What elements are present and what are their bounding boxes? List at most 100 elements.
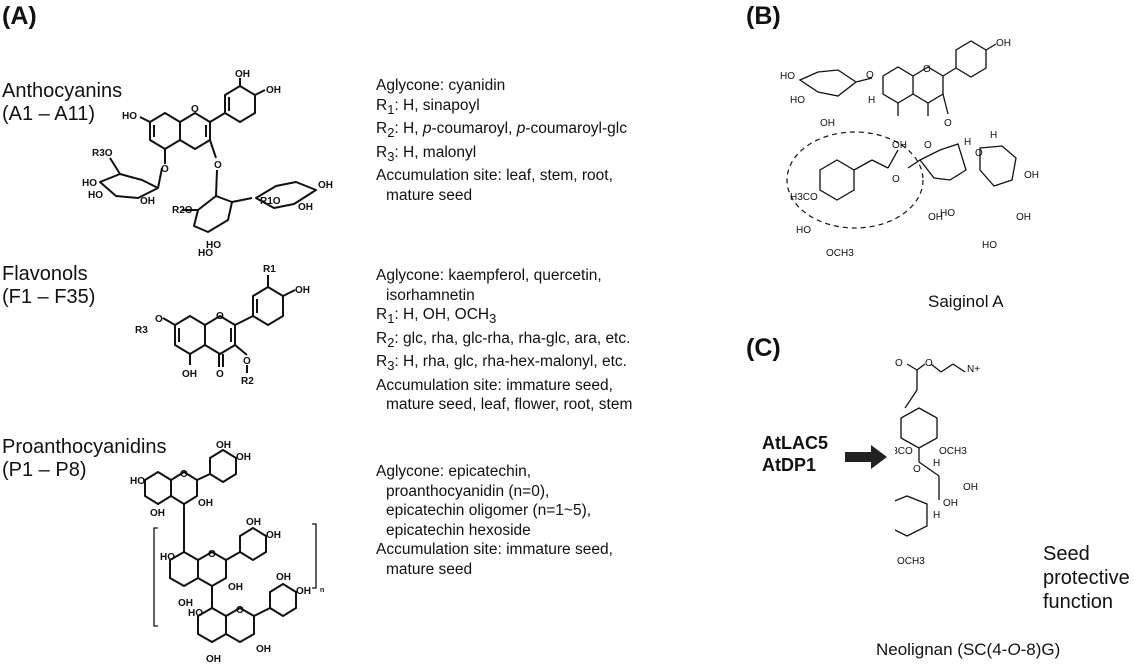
desc-line: R1: H, sinapoyl (376, 96, 480, 117)
desc-line: Accumulation site: leaf, stem, root, (376, 167, 613, 185)
bracket-right (312, 523, 317, 589)
class-flavonols: Flavonols (F1 – F35) (2, 263, 95, 309)
label-h: H (868, 95, 875, 106)
anthocyanin-description: Aglycone: cyanidin R1: H, sinapoyl R2: H… (376, 76, 627, 205)
sinapoyl-group (819, 149, 899, 201)
label-o: O (892, 174, 900, 185)
label-ho: HO (130, 476, 145, 487)
label-och3: OCH3 (826, 248, 854, 259)
label-o: O (180, 469, 188, 480)
desc-line: R3: H, rha, glc, rha-hex-malonyl, etc. (376, 353, 627, 374)
label-och3: OCH3 (897, 556, 925, 567)
label-r1: R1 (263, 264, 276, 275)
enzyme-name: AtLAC5 (762, 433, 828, 453)
sugar-2 (182, 169, 233, 233)
label-oh: OH (246, 517, 261, 528)
label-o: O (155, 314, 163, 325)
class-name: Proanthocyanidins (2, 436, 167, 458)
label-r3o: R3O (92, 148, 113, 159)
label-oh: OH (298, 202, 313, 213)
a-ring (149, 112, 181, 150)
label-ho: HO (82, 178, 97, 189)
label-oh: OH (198, 498, 213, 509)
class-name: Flavonols (2, 263, 88, 285)
rhamnose-top (798, 69, 873, 97)
bracket-left (153, 527, 158, 627)
label-oh: OH (1016, 212, 1031, 223)
desc-line: R2: H, p-coumaroyl, p-coumaroyl-glc (376, 120, 627, 141)
enzyme-name: AtDP1 (762, 455, 817, 475)
class-range: (P1 – P8) (2, 459, 87, 481)
b-ring (209, 85, 256, 123)
label-ho: HO (188, 608, 203, 619)
label-h3co: H3CO (790, 192, 818, 203)
label-h3co: H3CO (895, 446, 913, 457)
label-o: O (975, 148, 983, 159)
label-ho: HO (796, 225, 811, 236)
desc-line: R2: glc, rha, glc-rha, rha-glc, ara, etc… (376, 329, 631, 350)
proanthocyanidin-structure: n HO O OH OH OH OH HO O OH OH OH OH HO O… (130, 440, 324, 665)
label-oh: OH (892, 140, 907, 151)
label-o: O (243, 356, 251, 367)
label-r3: R3 (135, 325, 148, 336)
label-oh: OH (235, 70, 250, 80)
desc-line: R1: H, OH, OCH3 (376, 306, 497, 327)
desc-line: mature seed (386, 560, 473, 578)
proanthocyanidin-description: Aglycone: epicatechin, proanthocyanidin … (376, 462, 613, 579)
label-o: O (216, 369, 224, 380)
unit-top (144, 449, 237, 552)
label-ho: HO (790, 95, 805, 106)
label-oh: OH (296, 586, 311, 597)
class-name: Anthocyanins (2, 80, 123, 102)
label-o: O (923, 64, 931, 75)
label-n-plus: N+ (967, 364, 980, 375)
glucose (907, 143, 967, 181)
desc-line: mature seed (386, 186, 473, 204)
label-r2o: R2O (172, 205, 193, 216)
label-r1o: R1O (260, 196, 281, 207)
label-oh: OH (963, 482, 978, 493)
class-proanthocyanidins: Proanthocyanidins (P1 – P8) (2, 436, 167, 482)
class-range: (A1 – A11) (2, 103, 96, 125)
unit-middle (169, 527, 267, 608)
desc-line: Aglycone: cyanidin (376, 77, 506, 94)
label-o: O (913, 464, 921, 475)
label-oh: OH (228, 582, 243, 593)
label-oh: OH (1024, 170, 1039, 181)
label-oh: OH (266, 530, 281, 541)
label-o: O (925, 358, 933, 369)
flavonol-description: Aglycone: kaempferol, quercetin, isorham… (376, 266, 632, 415)
desc-line: R3: H, malonyl (376, 143, 477, 164)
label-ho: HO (940, 208, 955, 219)
label-n: n (320, 587, 324, 594)
label-ho: HO (88, 190, 103, 201)
anthocyanin-structure: OH OH HO O O O R3O HO HO OH R2O HO HO R1… (82, 70, 333, 259)
desc-line: epicatechin oligomer (n=1~5), (386, 502, 592, 519)
label-o-plus: O (191, 104, 199, 115)
label-ho: HO (780, 71, 795, 82)
label-r2: R2 (241, 376, 254, 387)
label-o: O (216, 311, 224, 322)
saiginol-a-structure: HO HO OH H O O OH OH O O O H H OH OH HO … (780, 38, 1039, 259)
desc-line: mature seed, leaf, flower, root, stem (386, 396, 633, 414)
label-h: H (933, 458, 940, 469)
function-line: protective (1043, 567, 1130, 589)
class-anthocyanins: Anthocyanins (A1 – A11) (2, 80, 122, 126)
rhamnose-bottom (979, 145, 1017, 187)
label-h: H (990, 130, 997, 141)
desc-line: epicatechin hexoside (386, 521, 531, 539)
label-oh: OH (266, 85, 281, 96)
label-o: O (895, 358, 903, 369)
label-o: O (161, 164, 169, 175)
unit-bottom (197, 583, 297, 643)
label-oh: OH (928, 212, 943, 223)
class-range: (F1 – F35) (2, 286, 96, 308)
label-oh: OH (182, 369, 197, 380)
label-ho: HO (160, 552, 175, 563)
label-o: O (924, 140, 932, 151)
panel-label-a: (A) (2, 2, 37, 30)
highlight-ellipse (786, 131, 924, 229)
label-o: O (236, 605, 244, 616)
label-oh: OH (943, 498, 958, 509)
desc-line: Accumulation site: immature seed, (376, 541, 613, 558)
